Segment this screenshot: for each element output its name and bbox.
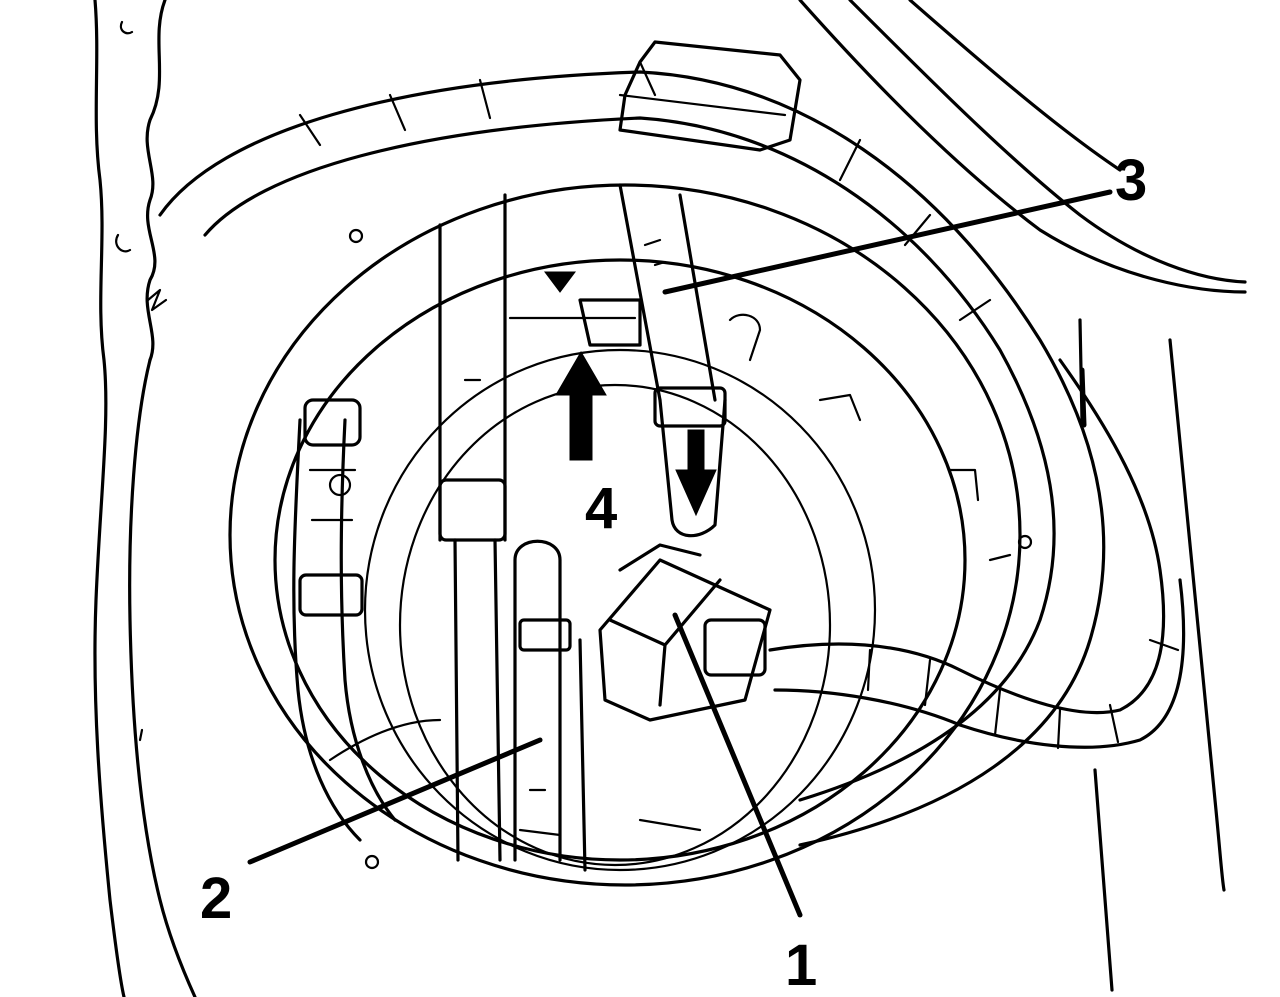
body-panel-right <box>798 0 1247 992</box>
callout-label-3: 3 <box>1115 148 1147 213</box>
callout-label-2: 2 <box>200 866 232 931</box>
fuel-line-left <box>292 398 397 842</box>
tube-part-3 <box>578 183 727 538</box>
callout-label-1: 1 <box>785 933 817 997</box>
callout-leaders <box>247 189 1113 918</box>
outer-mounting-ring <box>158 40 1106 847</box>
callout-labels: 1 2 3 4 <box>200 148 1147 997</box>
alignment-marker-triangle <box>508 271 637 320</box>
leader-line-2 <box>247 737 543 865</box>
leader-line-1 <box>672 612 803 918</box>
callout-label-4: 4 <box>585 476 617 541</box>
pump-flange <box>228 183 1033 887</box>
wiring-harness <box>768 358 1186 750</box>
vertical-tubes <box>438 193 587 872</box>
body-panel-left <box>93 0 197 997</box>
release-arrow-up <box>555 351 607 461</box>
release-arrow-down <box>675 429 717 517</box>
leader-line-3 <box>662 189 1113 295</box>
connector-part-1 <box>598 543 772 722</box>
